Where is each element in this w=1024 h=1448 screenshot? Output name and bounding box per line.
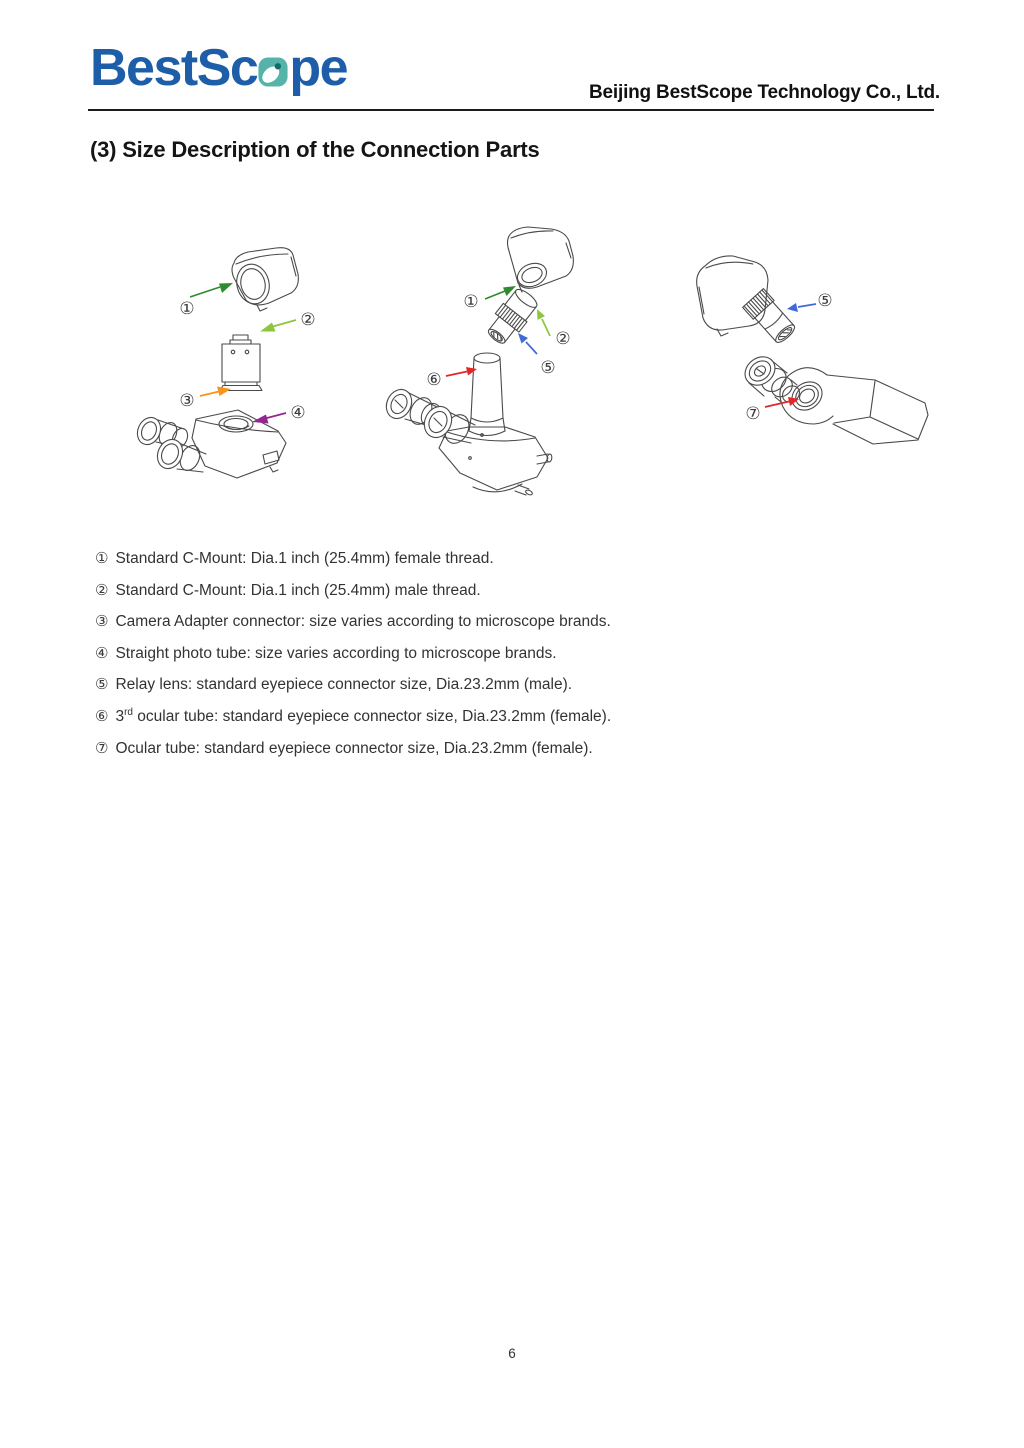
pointer-arrow-2 [537, 309, 551, 337]
pointer-arrow-5 [518, 333, 538, 355]
item-marker: ③ [95, 612, 109, 631]
item-text: Camera Adapter connector: size varies ac… [115, 613, 611, 631]
item-text: Standard C-Mount: Dia.1 inch (25.4mm) ma… [115, 581, 481, 599]
scope-o-icon [258, 57, 288, 87]
pointer-arrow-1 [484, 286, 516, 300]
page-title: (3) Size Description of the Connection P… [90, 137, 540, 162]
figure3-label-5: ⑤ [817, 291, 832, 311]
c-mount-adapter-drawing [219, 334, 263, 392]
figure2-label-2: ② [555, 329, 570, 349]
camera-drawing [506, 226, 574, 293]
pointer-arrow-6 [445, 367, 477, 377]
item-marker: ② [95, 580, 109, 599]
third-ocular-tube-drawing [468, 352, 506, 437]
list-item-6: ⑥ 3rd ocular tube: standard eyepiece conn… [95, 699, 611, 731]
bestscope-logo: BestSc pe [90, 39, 348, 97]
item-marker: ① [95, 549, 109, 568]
list-item-5: ⑤ Relay lens: standard eyepiece connector… [95, 667, 611, 699]
figure1-label-1: ① [179, 299, 194, 319]
list-item-1: ① Standard C-Mount: Dia.1 inch (25.4mm) f… [95, 541, 611, 573]
figure2-label-6: ⑥ [426, 370, 441, 390]
page-number: 6 [508, 1346, 516, 1361]
item-marker: ⑦ [95, 738, 109, 757]
logo-text-left: BestSc [90, 39, 259, 97]
company-name: Beijing BestScope Technology Co., Ltd. [589, 82, 940, 103]
binocular-head-drawing [136, 409, 287, 479]
item-text: Ocular tube: standard eyepiece connector… [115, 739, 593, 757]
logo-text-right: pe [289, 39, 348, 97]
item-marker: ⑥ [95, 706, 109, 725]
item-text: 3rd ocular tube: standard eyepiece conne… [115, 706, 612, 725]
list-item-4: ④ Straight photo tube: size varies accord… [95, 636, 611, 668]
relay-lens-drawing [742, 288, 796, 343]
pointer-arrow-2 [260, 319, 297, 332]
item-text: Relay lens: standard eyepiece connector … [115, 676, 573, 694]
list-item-7: ⑦ Ocular tube: standard eyepiece connecto… [95, 730, 611, 762]
figure2-label-5: ⑤ [540, 358, 555, 378]
pointer-arrow-5 [787, 303, 817, 312]
figure-camera-with-lens-monocular-head: ⑤ ⑦ [696, 255, 929, 445]
figure1-label-4: ④ [290, 403, 305, 423]
monocular-head-drawing [744, 356, 929, 445]
list-item-3: ③ Camera Adapter connector: size varies a… [95, 604, 611, 636]
pointer-arrow-3 [199, 386, 231, 397]
figure-camera-adapter-binocular-head: ① ② ③ ④ [136, 247, 316, 479]
item-text: Straight photo tube: size varies accordi… [115, 644, 557, 662]
header-rule [88, 109, 934, 111]
camera-drawing [696, 255, 769, 337]
camera-drawing [231, 247, 299, 312]
trinocular-head-drawing [385, 388, 553, 496]
item-marker: ⑤ [95, 675, 109, 694]
figure2-label-1: ① [463, 292, 478, 312]
pointer-arrow-4 [252, 412, 287, 424]
pointer-arrow-7 [764, 397, 799, 408]
figure-camera-relay-lens-trinocular-head: ① ② ⑤ ⑥ [385, 226, 574, 496]
list-item-2: ② Standard C-Mount: Dia.1 inch (25.4mm) m… [95, 573, 611, 605]
figure3-label-7: ⑦ [745, 404, 760, 424]
figure1-label-3: ③ [179, 391, 194, 411]
figure1-label-2: ② [300, 310, 315, 330]
pointer-arrow-1 [189, 283, 233, 298]
item-text: Standard C-Mount: Dia.1 inch (25.4mm) fe… [115, 550, 494, 568]
parts-list: ① Standard C-Mount: Dia.1 inch (25.4mm) f… [95, 541, 611, 762]
relay-lens-drawing [487, 288, 538, 344]
item-marker: ④ [95, 643, 109, 662]
